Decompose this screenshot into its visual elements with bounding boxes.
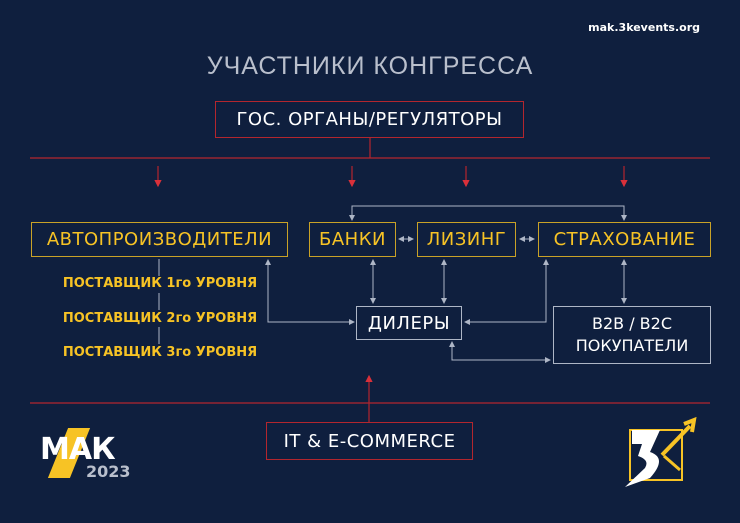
supplier-tier-1: ПОСТАВЩИК 1го УРОВНЯ <box>62 276 258 291</box>
logo-year: 2023 <box>86 462 131 481</box>
site-url[interactable]: mak.3kevents.org <box>588 21 700 34</box>
it-ecommerce-box: IT & E-COMMERCE <box>266 422 473 460</box>
automakers-box: АВТОПРОИЗВОДИТЕЛИ <box>31 222 288 257</box>
buyers-line-2: ПОКУПАТЕЛИ <box>575 336 689 355</box>
buyers-line-1: B2B / B2C <box>591 314 673 333</box>
buyers-box: B2B / B2C ПОКУПАТЕЛИ <box>553 306 711 364</box>
mak-2023-logo: МАК 2023 <box>38 428 142 481</box>
insurance-box: СТРАХОВАНИЕ <box>538 222 711 257</box>
dealers-box: ДИЛЕРЫ <box>356 306 462 340</box>
banks-box: БАНКИ <box>309 222 396 257</box>
page-title: УЧАСТНИКИ КОНГРЕССА <box>206 52 534 80</box>
leasing-box: ЛИЗИНГ <box>417 222 516 257</box>
supplier-tier-2: ПОСТАВЩИК 2го УРОВНЯ <box>62 311 258 326</box>
gov-regulators-box: ГОС. ОРГАНЫ/РЕГУЛЯТОРЫ <box>215 101 524 138</box>
supplier-tier-3: ПОСТАВЩИК 3го УРОВНЯ <box>62 345 258 360</box>
logo-mak-text: МАК <box>40 432 116 467</box>
